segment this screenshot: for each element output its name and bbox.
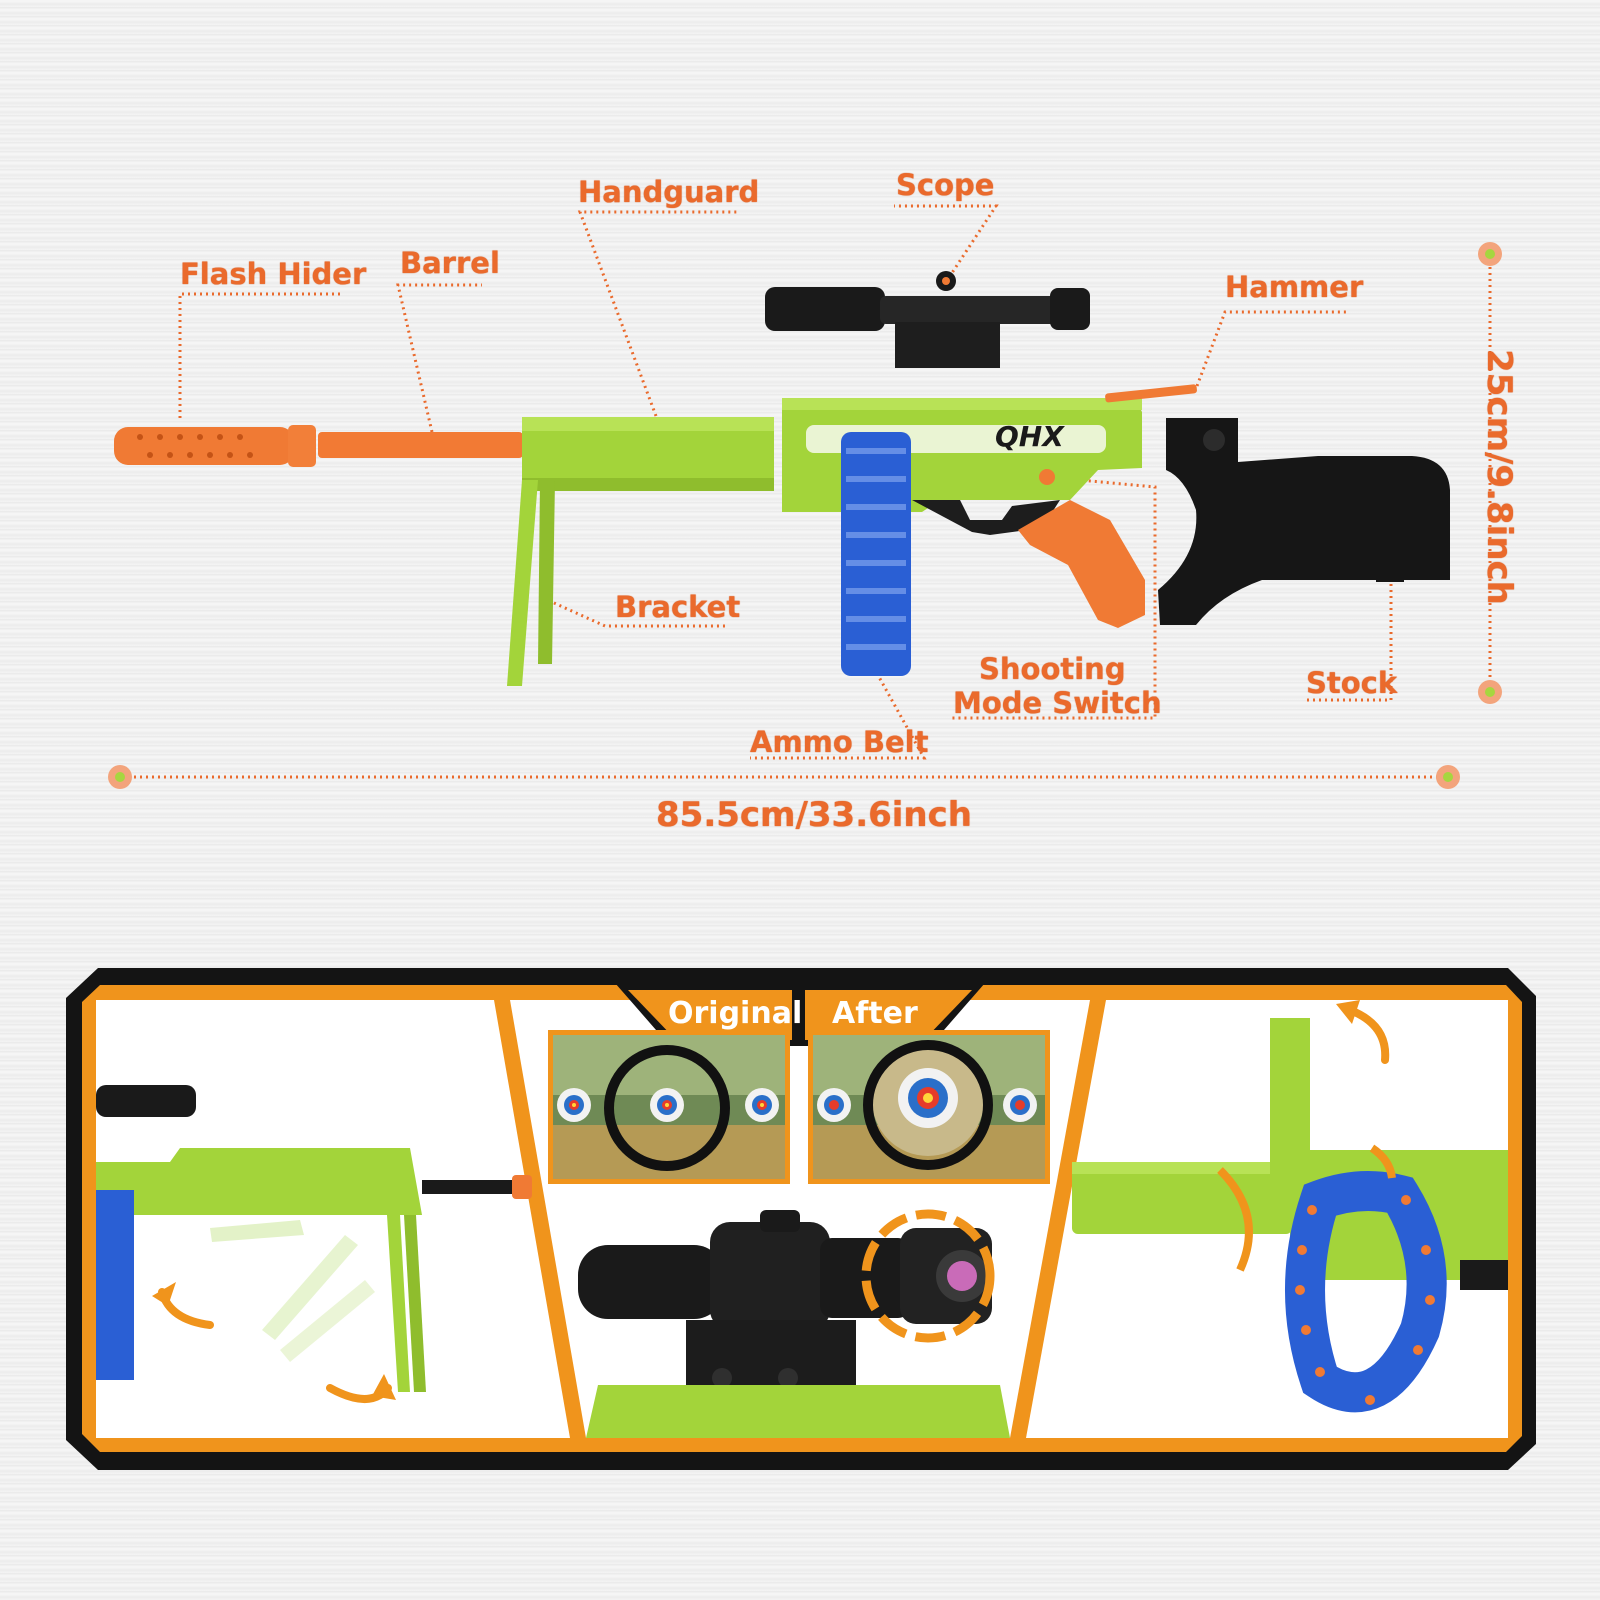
bracket-part	[507, 480, 555, 686]
leader-scope	[894, 204, 999, 283]
leader-lines	[122, 204, 1492, 779]
label-barrel: Barrel	[400, 246, 500, 280]
rotate-arrow-icon-panel3	[1217, 1144, 1396, 1272]
label-hammer: Hammer	[1225, 270, 1364, 304]
hammer-part	[1105, 384, 1197, 403]
label-ammo-belt: Ammo Belt	[750, 725, 929, 759]
compare-after-image	[808, 1030, 1050, 1184]
scope-part	[765, 271, 1090, 368]
arrowhead-icons	[152, 1000, 1360, 1400]
label-shooting-line1: Shooting	[979, 652, 1126, 686]
tab-original: Original	[668, 996, 803, 1031]
ammo-detail	[1072, 1018, 1508, 1413]
leader-bracket	[542, 596, 728, 628]
scope-detail	[578, 1210, 1010, 1438]
leader-hammer	[1195, 310, 1346, 387]
leader-mode-switch	[950, 475, 1157, 720]
label-flash-hider: Flash Hider	[180, 257, 367, 291]
leader-handguard	[577, 210, 740, 417]
label-bracket: Bracket	[615, 590, 741, 624]
bipod-detail	[96, 1085, 532, 1392]
leader-ammo-belt	[750, 667, 927, 760]
tab-original-bg	[628, 990, 792, 1040]
leader-stock	[1306, 566, 1393, 702]
compare-original-image	[548, 1030, 790, 1184]
label-handguard: Handguard	[578, 175, 760, 209]
grip-part	[1018, 500, 1145, 628]
leader-barrel	[396, 283, 482, 433]
handguard-part	[522, 417, 774, 491]
ammo-belt-part	[841, 432, 911, 676]
barrel-part	[318, 432, 523, 458]
rotate-arrow-icon	[861, 1209, 995, 1343]
label-stock: Stock	[1306, 666, 1398, 700]
brand-logo: QHX	[995, 420, 1064, 453]
flash-hider-part	[114, 425, 316, 467]
stock-part	[1158, 418, 1450, 625]
length-dimension-label: 85.5cm/33.6inch	[656, 795, 972, 835]
tab-after: After	[832, 996, 918, 1031]
panel-bipod	[96, 1000, 570, 1438]
dimension-endpoints	[108, 242, 1502, 789]
label-scope: Scope	[896, 168, 995, 202]
label-mode-switch-line2: Mode Switch	[953, 686, 1162, 720]
tab-after-bg	[805, 990, 972, 1040]
